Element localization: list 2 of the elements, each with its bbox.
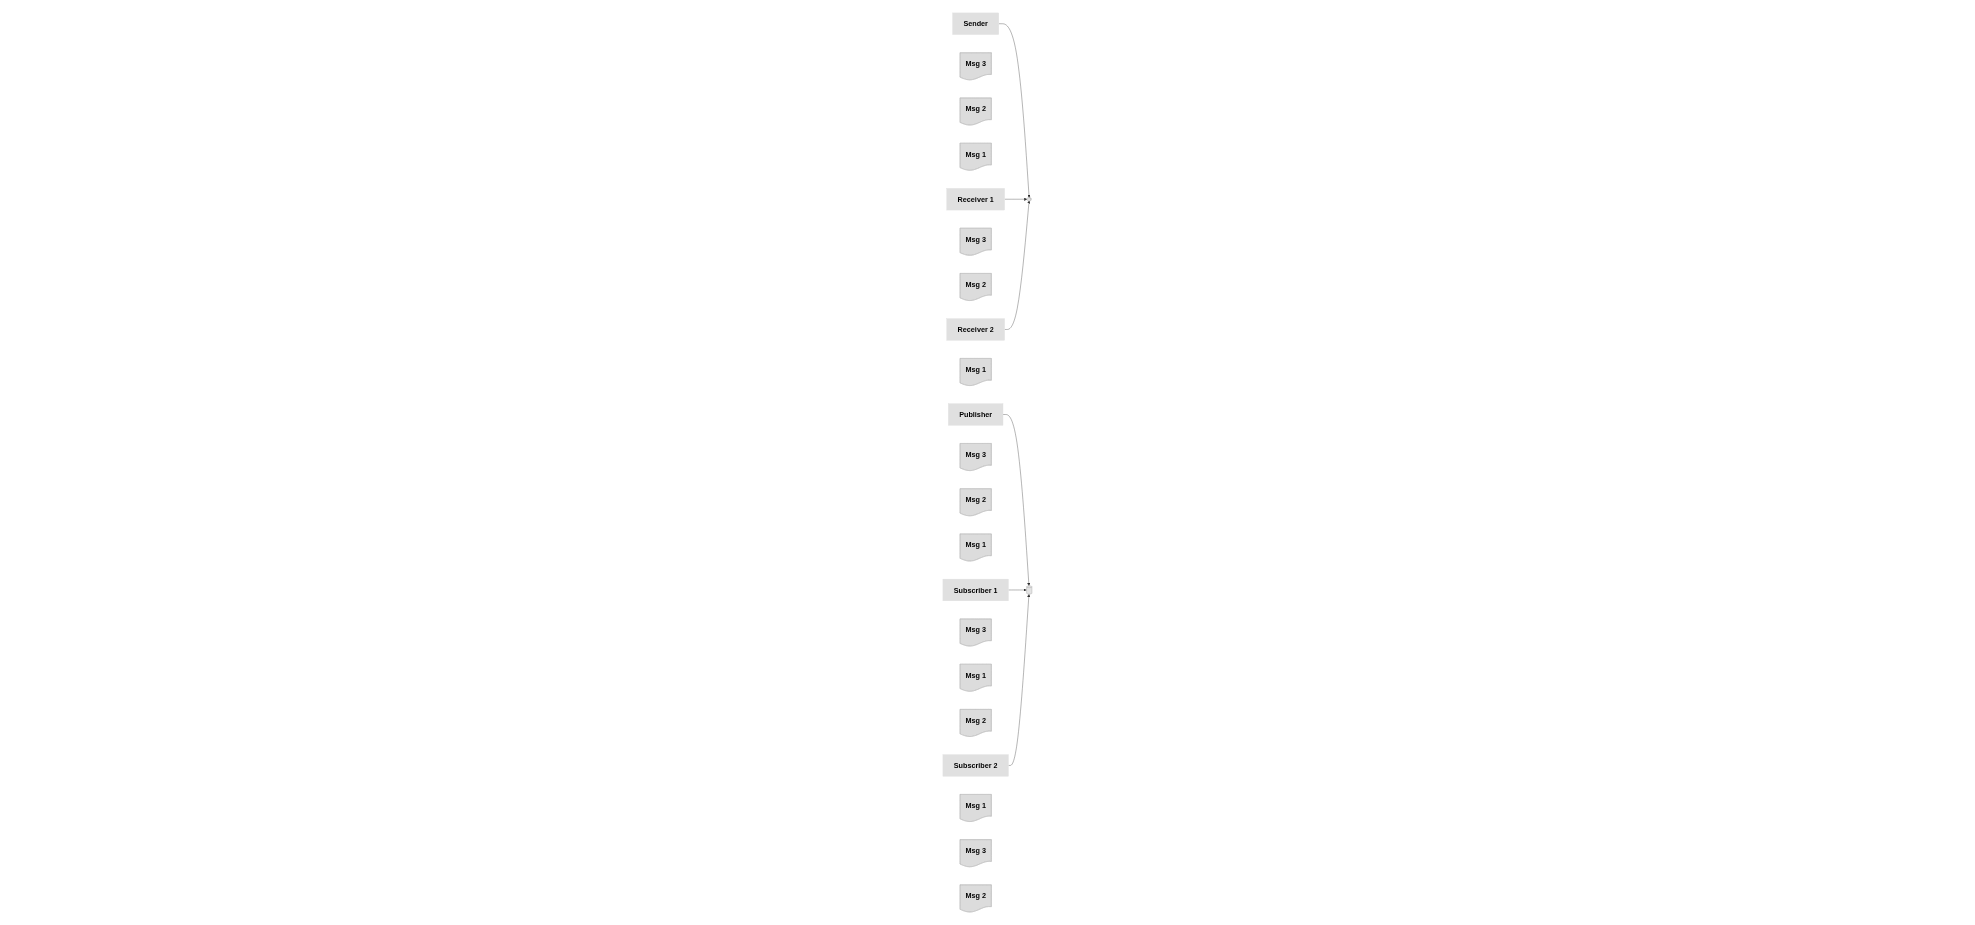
node-cylinder [1027, 197, 1032, 201]
node-cylinder [1026, 585, 1033, 595]
